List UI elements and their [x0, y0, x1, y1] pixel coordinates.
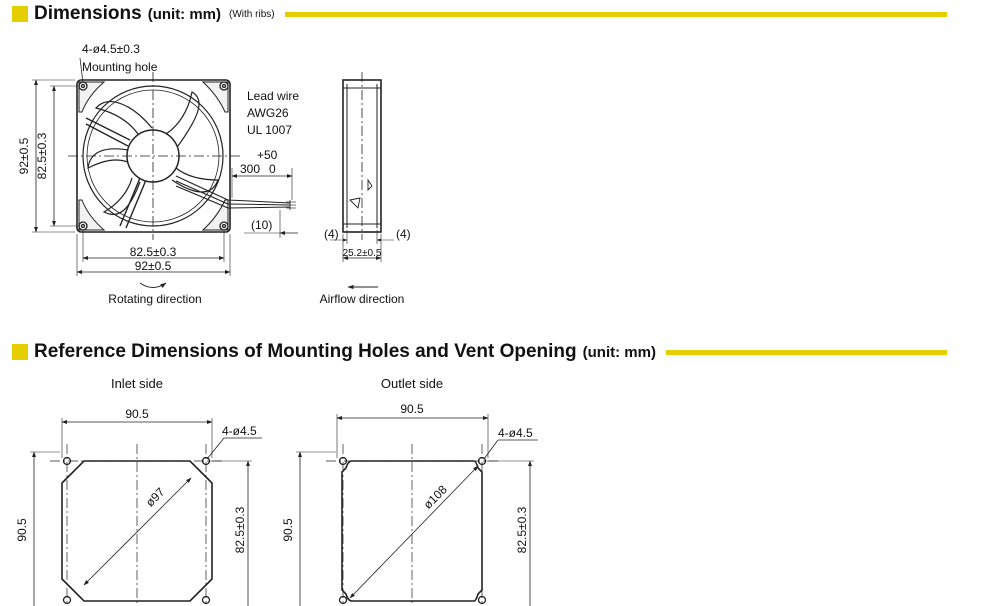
section-unit: (unit: mm): [147, 5, 222, 23]
outlet-side-label: Outlet side: [381, 376, 443, 391]
lead-wire-label: Lead wire: [247, 89, 299, 103]
section-note: (With ribs): [229, 8, 275, 20]
inlet-side-label: Inlet side: [111, 376, 163, 391]
wire-length: 300: [240, 162, 260, 176]
mounting-hole-label: Mounting hole: [82, 60, 158, 74]
section-unit: (unit: mm): [582, 343, 656, 361]
section-marker: [12, 6, 28, 22]
width-inner-dim: 82.5±0.3: [130, 245, 177, 259]
section-title: Dimensions: [34, 3, 142, 24]
section-header-reference: Reference Dimensions of Mounting Holes a…: [12, 341, 947, 363]
right-rib-dim: (4): [396, 227, 411, 241]
outlet-diameter-dim: ø108: [421, 482, 450, 511]
inlet-view: [30, 418, 262, 606]
width-outer-dim: 92±0.5: [135, 259, 172, 273]
awg-label: AWG26: [247, 106, 289, 120]
section-rule: [665, 349, 947, 355]
section-rule: [284, 11, 947, 17]
outlet-holes-dim: 4-ø4.5: [498, 426, 533, 440]
airflow-direction-label: Airflow direction: [320, 292, 405, 306]
ul-label: UL 1007: [247, 123, 292, 137]
inlet-diameter-dim: ø97: [143, 485, 168, 510]
mounting-hole: [219, 81, 229, 91]
strip-length: (10): [251, 218, 272, 232]
outlet-width-dim: 90.5: [400, 402, 424, 416]
left-rib-dim: (4): [324, 227, 339, 241]
vent-opening: [61, 460, 213, 602]
inlet-pitch-dim: 82.5±0.3: [233, 506, 247, 553]
front-view: [32, 57, 298, 289]
depth-dim: 25.2±0.5: [343, 248, 382, 259]
vent-opening: [341, 460, 483, 602]
outlet-height-dim: 90.5: [281, 518, 295, 542]
height-inner-dim: 82.5±0.3: [35, 132, 49, 179]
inlet-width-dim: 90.5: [125, 407, 149, 421]
inlet-holes-dim: 4-ø4.5: [222, 424, 257, 438]
hole-spec-label: 4-ø4.5±0.3: [82, 42, 140, 56]
section-header-dimensions: Dimensions (unit: mm) (With ribs): [12, 3, 947, 25]
side-outline: [342, 79, 382, 233]
side-view: [330, 72, 394, 290]
tolerance-upper: +50: [257, 148, 278, 162]
section-marker: [12, 344, 28, 360]
rotating-direction-label: Rotating direction: [108, 292, 201, 306]
tolerance-lower: 0: [269, 162, 276, 176]
inlet-height-dim: 90.5: [15, 518, 29, 542]
outlet-pitch-dim: 82.5±0.3: [515, 506, 529, 553]
section-title: Reference Dimensions of Mounting Holes a…: [34, 341, 577, 362]
height-outer-dim: 92±0.5: [17, 137, 31, 174]
outlet-view: [296, 414, 538, 606]
